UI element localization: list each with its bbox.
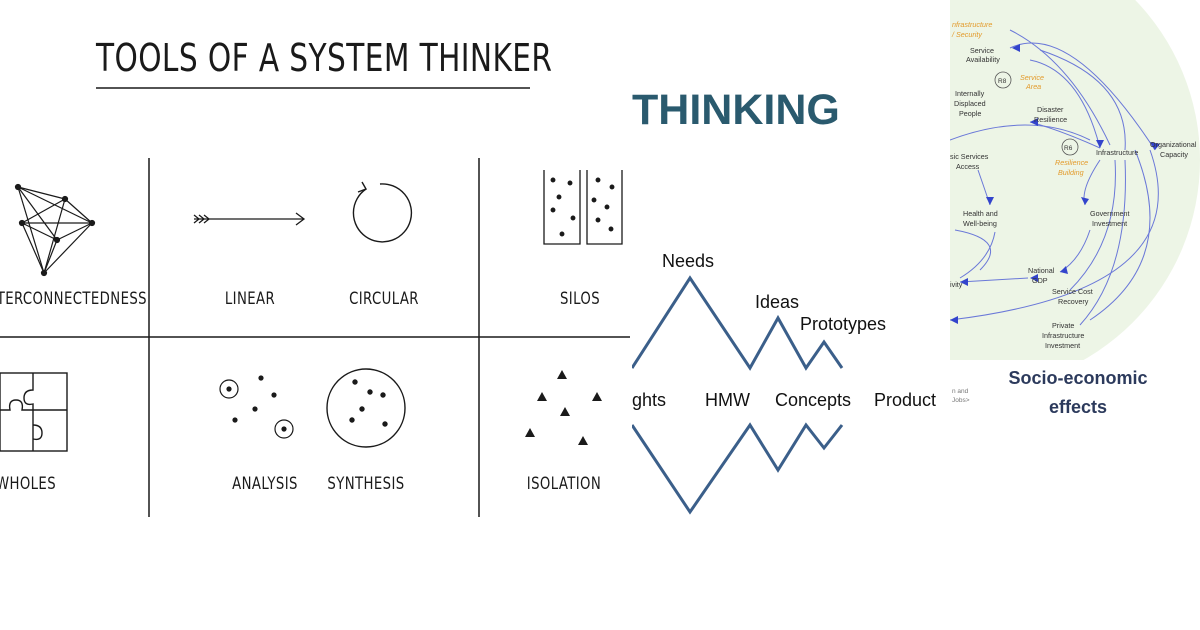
- causal-loop-panel: nfrastructure / Security Service Availab…: [950, 0, 1200, 630]
- node-and-jobs-1: n and: [952, 388, 969, 395]
- label-wholes: WHOLES: [0, 474, 57, 494]
- node-health-2: Well-being: [963, 219, 997, 228]
- label-synthesis: SYNTHESIS: [327, 474, 405, 494]
- causal-links: [950, 29, 1159, 326]
- loop-r6-label: R6: [1064, 145, 1073, 152]
- node-service-cost-2: Recovery: [1058, 297, 1089, 306]
- node-infrastructure: Infrastructure: [1096, 148, 1138, 157]
- analysis-icon: [219, 375, 294, 439]
- node-gdp-2: GDP: [1032, 276, 1048, 285]
- node-org-capacity-2: Capacity: [1160, 150, 1188, 159]
- double-diamond-drawing: THINKING Needs Ideas Prototypes ghts HMW…: [632, 86, 936, 515]
- node-infra-security-2: / Security: [951, 30, 982, 39]
- node-basic-services-2: Access: [956, 162, 980, 171]
- node-and-jobs-2: Jobs>: [952, 397, 970, 404]
- node-org-capacity-1: Organizational: [1150, 140, 1197, 149]
- label-insights: ghts: [632, 390, 666, 410]
- isolation-icon: [525, 370, 602, 445]
- linear-arrow-icon: [193, 212, 306, 226]
- node-basic-services-1: sic Services: [950, 152, 989, 161]
- node-resilience-building-2: Building: [1058, 168, 1084, 177]
- node-service-area-1: Service: [1020, 73, 1044, 82]
- label-linear: LINEAR: [224, 289, 276, 309]
- label-prototypes: Prototypes: [800, 314, 886, 334]
- node-disaster-2: Resilience: [1034, 115, 1067, 124]
- node-idp-2: Displaced: [954, 99, 986, 108]
- node-private-2: Infrastructure: [1042, 331, 1084, 340]
- systems-thinker-drawings: [0, 87, 630, 517]
- node-infra-security: nfrastructure: [952, 20, 992, 29]
- systems-thinker-panel: TOOLS OF A SYSTEM THINKER: [0, 36, 630, 517]
- causal-loop-diagram: nfrastructure / Security Service Availab…: [950, 0, 1200, 630]
- node-disaster-1: Disaster: [1037, 105, 1064, 114]
- arrowheads: [950, 44, 1160, 324]
- label-interconnectedness: TERCONNECTEDNESS: [0, 289, 147, 309]
- panel-title: TOOLS OF A SYSTEM THINKER: [96, 36, 553, 80]
- diagram-background: [950, 0, 1200, 390]
- node-service-area-2: Area: [1025, 82, 1041, 91]
- node-health-1: Health and: [963, 209, 998, 218]
- label-concepts: Concepts: [775, 390, 851, 410]
- loop-r8-marker: [994, 71, 1012, 89]
- label-hmw: HMW: [705, 390, 750, 410]
- node-service-availability-1: Service: [970, 46, 994, 55]
- node-government-1: Government: [1090, 209, 1130, 218]
- label-product: Product: [874, 390, 936, 410]
- loop-r6-marker: [1061, 138, 1079, 156]
- node-gdp-1: National: [1028, 266, 1055, 275]
- label-silos: SILOS: [559, 289, 601, 309]
- node-idp-3: People: [959, 109, 981, 118]
- label-isolation: ISOLATION: [526, 474, 602, 494]
- node-service-cost-1: Service Cost: [1052, 287, 1093, 296]
- label-circular: CIRCULAR: [349, 289, 419, 309]
- thinking-heading: THINKING: [632, 86, 840, 134]
- node-private-1: Private: [1052, 321, 1074, 330]
- caption-line-2: effects: [1049, 397, 1107, 417]
- node-ivity: ivity: [950, 280, 963, 289]
- node-government-2: Investment: [1092, 219, 1127, 228]
- design-thinking-panel: THINKING Needs Ideas Prototypes ghts HMW…: [632, 0, 950, 630]
- network-icon: [14, 183, 96, 277]
- circular-arrow-icon: [352, 181, 413, 243]
- node-resilience-building-1: Resilience: [1055, 158, 1088, 167]
- caption-line-1: Socio-economic: [1008, 368, 1147, 388]
- zigzag-bottom: [632, 422, 844, 515]
- silos-icon: [543, 170, 623, 245]
- node-idp-1: Internally: [955, 89, 985, 98]
- label-ideas: Ideas: [755, 292, 799, 312]
- node-private-3: Investment: [1045, 341, 1080, 350]
- label-needs: Needs: [662, 251, 714, 271]
- loop-r8-label: R8: [998, 78, 1007, 85]
- label-analysis: ANALYSIS: [232, 474, 298, 494]
- puzzle-icon: [0, 372, 68, 452]
- synthesis-icon: [326, 368, 406, 448]
- node-service-availability-2: Availability: [966, 55, 1000, 64]
- zigzag-top: [632, 275, 844, 371]
